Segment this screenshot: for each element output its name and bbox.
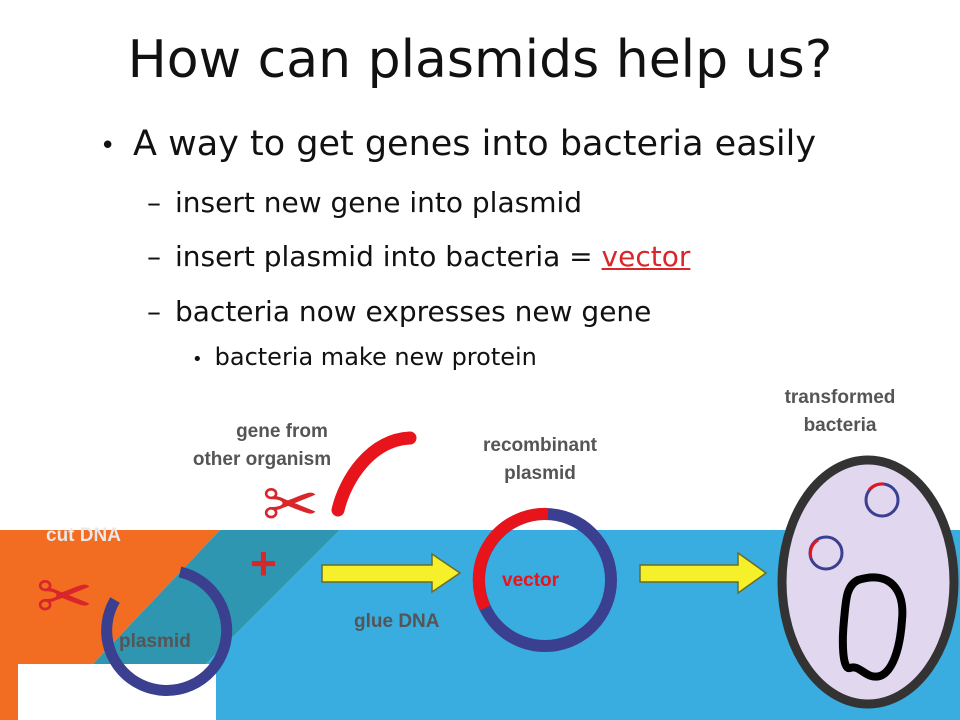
sub-bullet-3: –bacteria now expresses new gene (147, 295, 651, 328)
recombinant-line2: plasmid (504, 462, 576, 484)
plasmid-label: plasmid (119, 631, 191, 652)
plus-sign: + (250, 537, 277, 589)
sub-bullet-2-text: insert plasmid into bacteria = (175, 240, 602, 273)
scissors-icon: ✂ (262, 466, 319, 545)
gene-from-label: gene from other organism (164, 418, 360, 473)
recombinant-line1: recombinant (482, 435, 598, 456)
small-plasmid-gene (867, 482, 885, 492)
sub-bullet-1: –insert new gene into plasmid (147, 186, 582, 219)
bacterial-chromosome (838, 573, 907, 681)
glue-dna-label: glue DNA (354, 611, 440, 632)
transformed-bacteria-label: transformed bacteria (752, 384, 928, 439)
sub-bullet-2: –insert plasmid into bacteria = vector (147, 240, 690, 273)
arrow-right-icon (321, 552, 462, 594)
gene-label-line1: gene from (236, 421, 328, 442)
small-plasmid-gene (808, 538, 819, 559)
sub-bullet-3-text: bacteria now expresses new gene (175, 295, 652, 328)
recombinant-plasmid-label: recombinant plasmid (455, 432, 625, 487)
vector-label: vector (502, 570, 560, 591)
main-bullet-text: A way to get genes into bacteria easily (133, 124, 817, 164)
sub-bullet-1-text: insert new gene into plasmid (175, 186, 583, 219)
bullet-dot: • (100, 131, 116, 161)
arrow-right-icon (639, 551, 768, 595)
slide-title: How can plasmids help us? (127, 30, 833, 90)
transformed-line1: transformed (784, 387, 896, 408)
bacterium-cell (777, 455, 959, 709)
dash: – (147, 240, 161, 273)
cut-dna-label: cut DNA (46, 525, 121, 546)
dash: – (147, 295, 161, 328)
cut-plasmid-ring (101, 566, 233, 696)
gene-fragment (331, 431, 417, 517)
sub-sub-bullet-text: bacteria make new protein (214, 343, 537, 371)
scissors-icon: ✂ (36, 558, 93, 637)
dash: – (147, 186, 161, 219)
vector-link[interactable]: vector (601, 240, 691, 273)
inserted-gene-arc (472, 507, 549, 611)
bullet-dot: • (192, 349, 203, 370)
transformed-line2: bacteria (803, 414, 877, 436)
sub-sub-bullet: • bacteria make new protein (192, 343, 537, 371)
gene-label-line2: other organism (192, 448, 332, 470)
